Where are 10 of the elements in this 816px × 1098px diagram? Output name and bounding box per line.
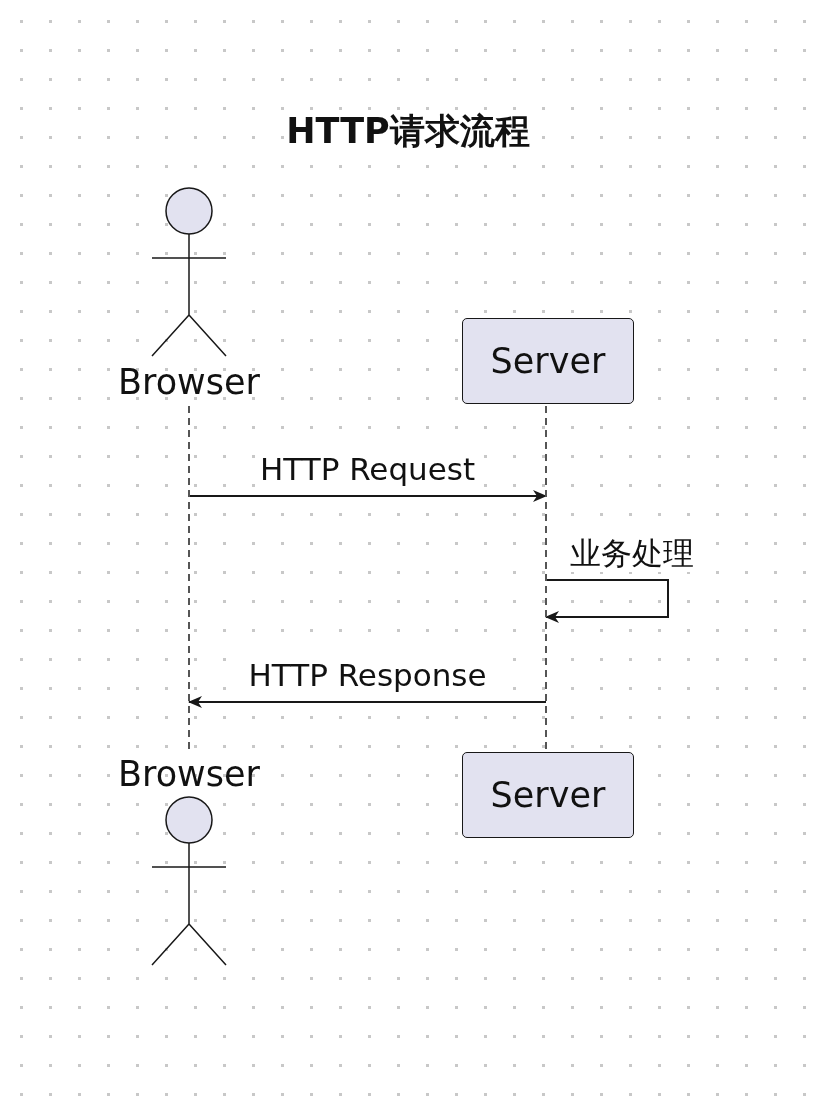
participant-label: Browser xyxy=(117,753,261,796)
participant-box: Server xyxy=(462,318,634,404)
lifeline xyxy=(545,406,547,750)
self-message-arrow xyxy=(545,579,669,623)
title: HTTP请求流程 xyxy=(286,111,530,151)
lifeline xyxy=(188,406,190,750)
participant-label: Browser xyxy=(117,361,261,404)
participant-box: Server xyxy=(462,752,634,838)
message-arrow xyxy=(188,696,547,708)
message-arrow xyxy=(188,490,547,502)
